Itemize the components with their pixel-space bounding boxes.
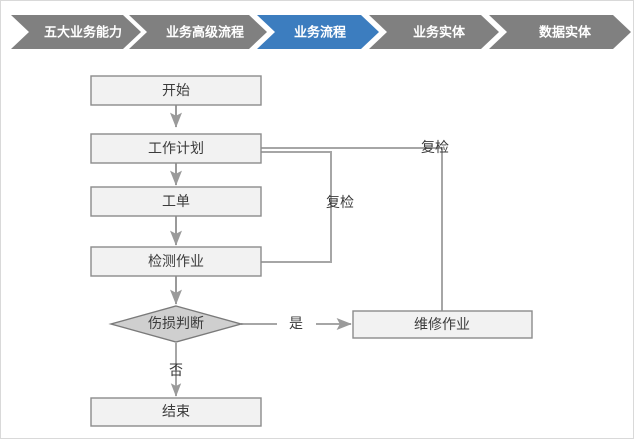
node-start-shape [90, 75, 262, 106]
chevron-shape [11, 15, 141, 49]
breadcrumb-step-3[interactable]: 业务流程 [257, 15, 379, 49]
node-start[interactable]: 开始 [90, 75, 262, 106]
breadcrumb-step-2[interactable]: 业务高级流程 [129, 15, 267, 49]
node-inspection-label: 检测作业 [148, 254, 204, 270]
edge-label-recheck-outer: 复检 [421, 139, 449, 156]
node-start-label: 开始 [162, 83, 190, 99]
edge-repair-to-workplan-recheck [217, 147, 443, 311]
node-workplan-label: 工作计划 [148, 141, 204, 157]
breadcrumb-step-1-label: 五大业务能力 [44, 25, 122, 41]
node-inspection[interactable]: 检测作业 [90, 246, 262, 277]
node-workorder-shape [90, 186, 262, 217]
node-repair[interactable]: 维修作业 [352, 310, 533, 339]
node-judge-shape [108, 305, 244, 343]
node-judge-label: 伤损判断 [148, 316, 204, 332]
breadcrumb-step-4-label: 业务实体 [413, 25, 466, 41]
breadcrumb-step-2-label: 业务高级流程 [166, 25, 244, 41]
flowchart: 开始 工作计划 工单 检测作业 伤损判断 [1, 51, 633, 438]
node-repair-label: 维修作业 [414, 317, 470, 333]
breadcrumb-step-1[interactable]: 五大业务能力 [11, 15, 141, 49]
breadcrumb-step-4[interactable]: 业务实体 [369, 15, 499, 49]
edge-label-no: 否 [169, 363, 183, 379]
edge-label-recheck-inner: 复检 [326, 194, 354, 211]
node-workorder-label: 工单 [162, 194, 190, 210]
breadcrumb-step-5[interactable]: 数据实体 [489, 15, 631, 49]
node-end-label: 结束 [162, 404, 190, 420]
node-end-shape [90, 397, 262, 427]
breadcrumb-step-5-label: 数据实体 [539, 25, 592, 41]
chevron-shape [369, 15, 499, 49]
edge-label-yes: 是 [289, 316, 303, 332]
breadcrumb: 五大业务能力 业务高级流程 业务流程 业务实体 数据实体 [1, 13, 633, 51]
node-repair-shape [352, 310, 533, 339]
chevron-shape-active [257, 15, 379, 49]
node-end[interactable]: 结束 [90, 397, 262, 427]
node-workplan-shape [90, 133, 262, 164]
chevron-shape [129, 15, 267, 49]
chevron-shape [489, 15, 631, 49]
breadcrumb-step-3-label: 业务流程 [294, 25, 346, 41]
node-judge[interactable]: 伤损判断 [108, 305, 244, 343]
edge-inspection-to-workplan-recheck [216, 146, 332, 263]
node-inspection-shape [90, 246, 262, 277]
node-workplan[interactable]: 工作计划 [90, 133, 262, 164]
node-workorder[interactable]: 工单 [90, 186, 262, 217]
